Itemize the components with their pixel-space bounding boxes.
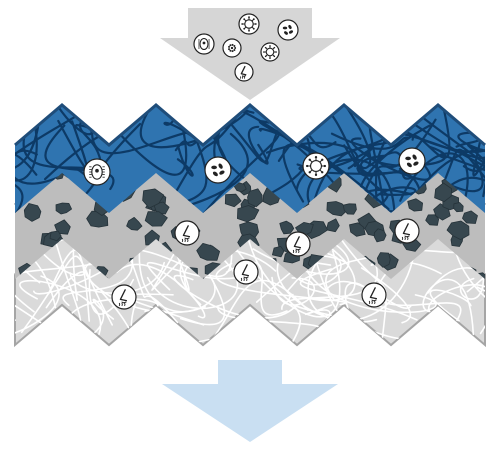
carbon-granule [144, 211, 168, 227]
fiber-strand [462, 153, 485, 198]
carbon-granule [342, 203, 357, 215]
fiber-strand [245, 235, 301, 345]
fiber-strand [342, 105, 385, 170]
fiber-strand [146, 261, 247, 291]
carbon-granule [236, 205, 260, 223]
fiber-strand [139, 105, 249, 149]
carbon-granule [247, 188, 263, 208]
odor-nose-icon [361, 282, 387, 308]
germ-cell-icon [193, 33, 215, 55]
virus-icon [302, 152, 330, 180]
fiber-strand [175, 333, 254, 345]
fiber-strand [49, 105, 93, 136]
fiber-strand [138, 235, 216, 313]
fiber-strand [15, 247, 16, 321]
outflow-arrow [162, 360, 338, 442]
virus-icon [238, 13, 260, 35]
bacteria-icon [277, 19, 299, 41]
fiber-strand [215, 262, 346, 306]
fiber-strand [173, 274, 296, 319]
odor-nose-icon [234, 62, 254, 82]
carbon-granule [55, 202, 72, 215]
odor-nose-icon [111, 284, 137, 310]
bacteria-icon [398, 147, 426, 175]
fiber-strand [440, 153, 485, 180]
carbon-granule [373, 228, 387, 243]
fiber-strand [84, 261, 206, 314]
fiber-strand [400, 149, 485, 213]
carbon-granule [376, 252, 391, 268]
carbon-granule [462, 210, 478, 224]
fiber-strand [365, 186, 417, 208]
fiber-strand [111, 107, 188, 176]
carbon-granule [23, 203, 42, 222]
spore-icon [222, 38, 242, 58]
fiber-strand [429, 289, 472, 322]
carbon-granule [142, 188, 165, 209]
carbon-granule [54, 219, 71, 235]
fiber-strand [298, 165, 402, 175]
fiber-strand [15, 151, 38, 176]
germ-cell-icon [83, 158, 111, 186]
carbon-granule [407, 198, 424, 212]
carbon-granule [196, 242, 221, 261]
odor-nose-icon [394, 218, 420, 244]
trapped-particle-group [83, 147, 426, 310]
carbon-granule [224, 193, 242, 208]
fiber-strand [457, 105, 485, 162]
fiber-strand [427, 267, 485, 294]
carbon-granule [49, 230, 62, 242]
carbon-granule [271, 245, 285, 258]
prefilter-edge [14, 103, 486, 147]
fiber-strand [15, 105, 38, 182]
fiber-strand [15, 121, 24, 213]
fiber-strand [247, 125, 269, 165]
carbon-granule [425, 214, 440, 226]
bacteria-icon [204, 156, 232, 184]
carbon-granule [201, 277, 225, 279]
virus-icon [260, 42, 280, 62]
fiber-strand [15, 275, 60, 344]
carbon-granule [434, 182, 453, 203]
fiber-strand [299, 268, 418, 321]
fiber-strand [360, 267, 412, 324]
fiber-strand [218, 109, 285, 163]
carbon-granule [126, 216, 143, 231]
carbon-granule [279, 220, 295, 235]
carbon-granule [349, 222, 366, 237]
odor-nose-icon [285, 231, 311, 257]
inflow-particle-group [193, 13, 299, 82]
fiber-strand [350, 137, 431, 181]
odor-nose-icon [233, 259, 259, 285]
carbon-granule [325, 218, 340, 233]
fiber-strand [62, 235, 134, 306]
fiber-strand [15, 105, 91, 205]
fiber-strand [44, 124, 115, 191]
carbon-granule [446, 220, 470, 241]
fiber-strand [15, 149, 60, 185]
fiber-strand [15, 282, 42, 324]
odor-nose-icon [174, 220, 200, 246]
fiber-strand [277, 132, 337, 162]
fiber-strand [19, 279, 102, 335]
fiber-prefilter-layer [14, 103, 486, 213]
fiber-strand [15, 105, 42, 178]
fiber-strand [376, 297, 462, 338]
fiber-strand [334, 235, 387, 345]
carbon-granule [453, 202, 464, 213]
fiber-strand [450, 235, 485, 330]
fiber-strand [20, 255, 113, 334]
fiber-strand [306, 158, 396, 213]
fiber-strand [420, 115, 485, 188]
